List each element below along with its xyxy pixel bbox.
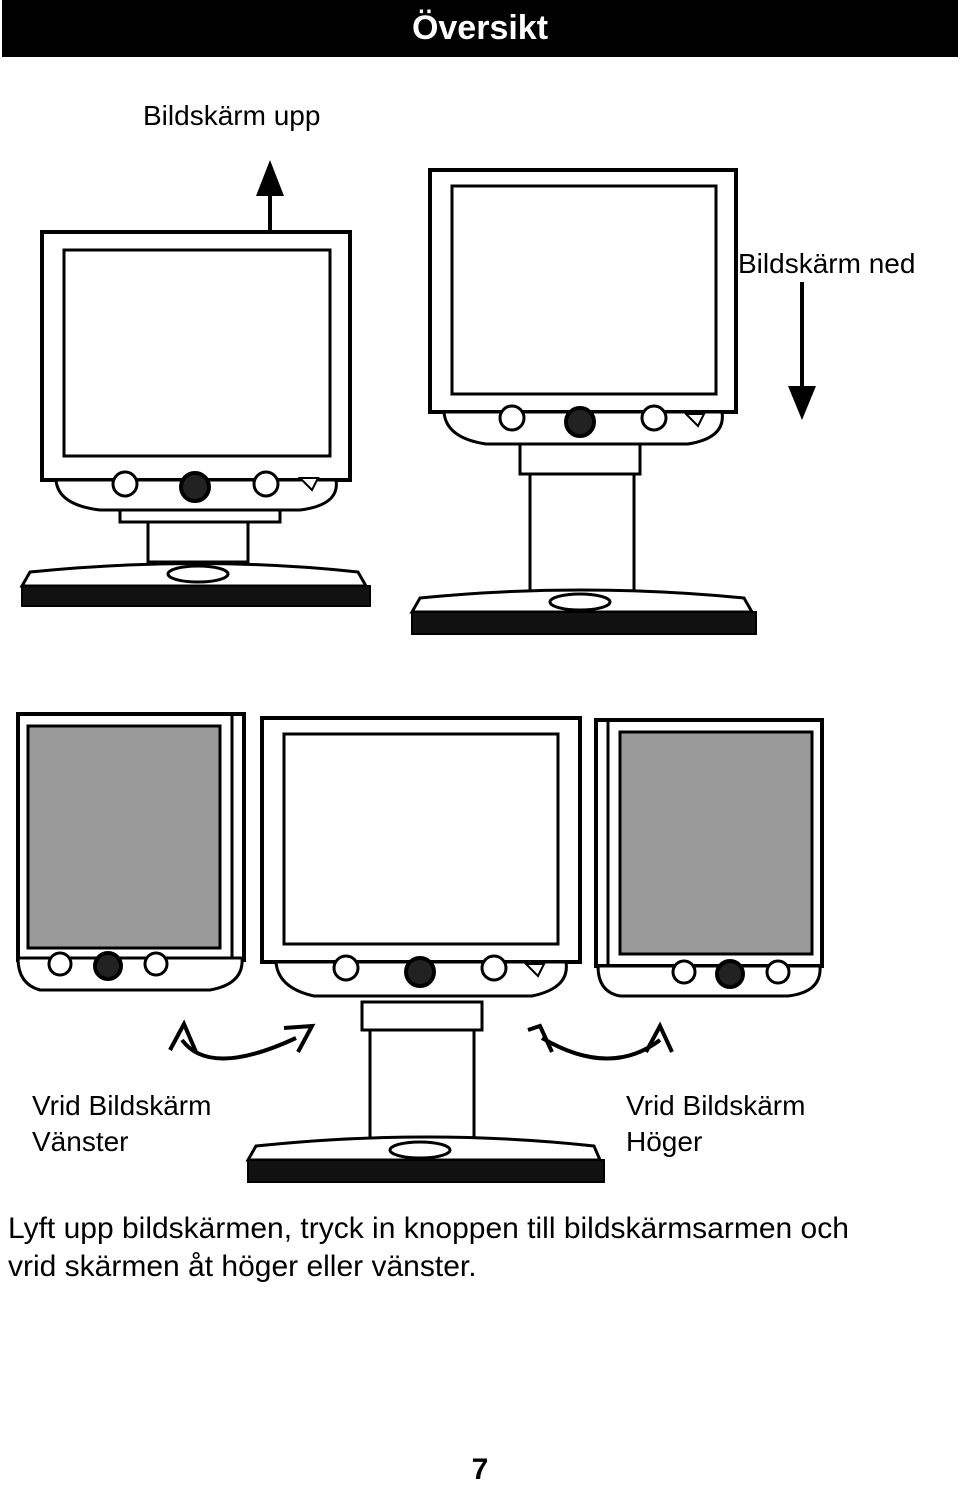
caption-line-2: vrid skärmen åt höger eller vänster. — [8, 1250, 477, 1283]
label-rotate-left-line1: Vrid Bildskärm — [32, 1090, 212, 1121]
monitor-lowered-illustration — [409, 168, 757, 635]
label-monitor-down: Bildskärm ned — [738, 248, 916, 279]
monitor-raised-illustration — [19, 230, 371, 607]
label-rotate-right-line2: Höger — [626, 1126, 703, 1157]
label-rotate-left-line2: Vänster — [32, 1126, 129, 1157]
monitor-rotated-left-illustration — [16, 712, 246, 992]
label-rotate-right-line1: Vrid Bildskärm — [626, 1090, 806, 1121]
page-title: Översikt — [411, 9, 549, 47]
caption: Lyft upp bildskärmen, tryck in knoppen t… — [8, 1210, 849, 1286]
arrow-up-icon — [256, 160, 284, 232]
page-number: 7 — [471, 1453, 489, 1486]
curved-arrow-left-icon — [168, 1019, 316, 1061]
label-monitor-up: Bildskärm upp — [143, 100, 321, 131]
monitor-center-illustration — [245, 716, 605, 1183]
curved-arrow-right-icon — [527, 1021, 674, 1061]
monitor-rotated-right-illustration — [594, 718, 824, 998]
caption-line-1: Lyft upp bildskärmen, tryck in knoppen t… — [8, 1212, 849, 1245]
header-bar: Översikt — [2, 0, 958, 57]
arrow-down-icon — [788, 282, 816, 420]
